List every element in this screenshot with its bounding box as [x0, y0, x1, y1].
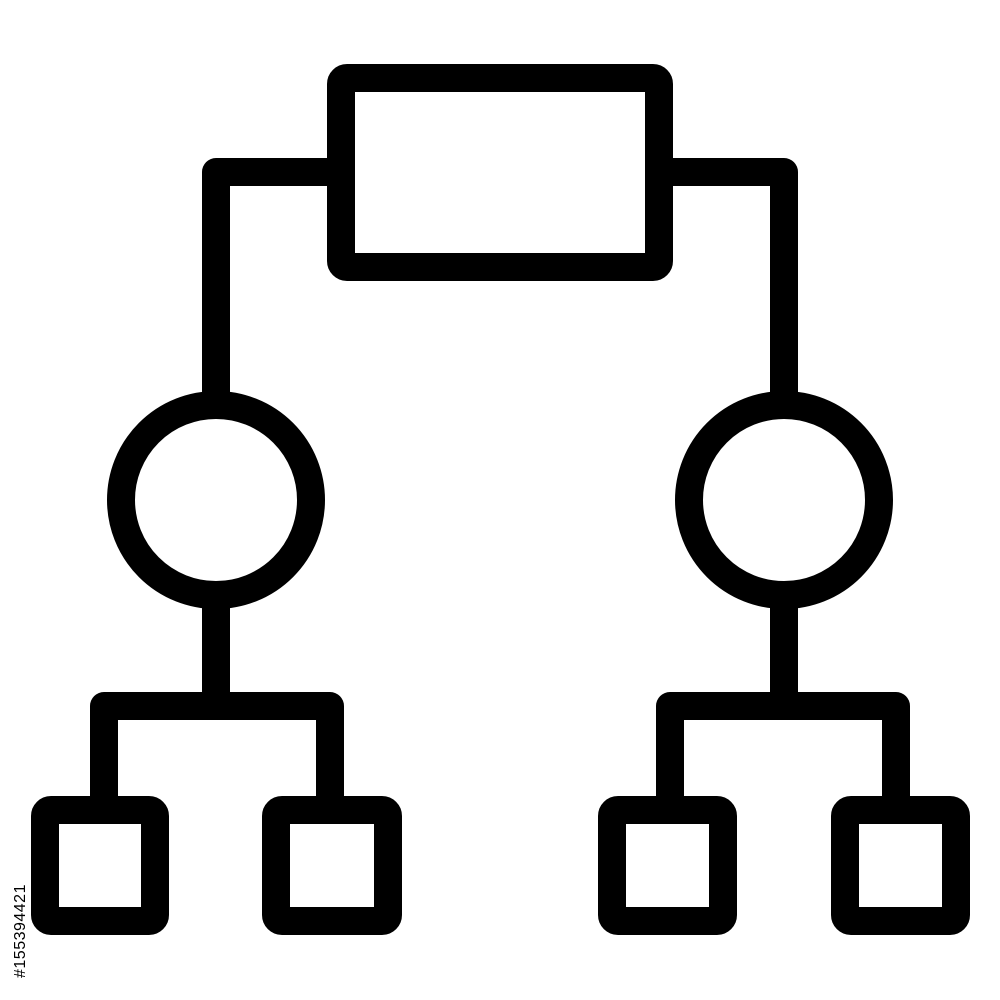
stock-id-label: #155394421 — [12, 884, 29, 978]
left-fork-connector — [90, 692, 344, 810]
right-fork-connector — [656, 692, 910, 810]
leaf-square-node-4 — [831, 796, 970, 935]
leaf-square-node-1 — [31, 796, 169, 935]
left-branch-circle-node — [107, 391, 325, 609]
right-root-connector — [659, 158, 798, 392]
root-node-rectangle — [327, 64, 673, 281]
right-branch-circle-node — [675, 391, 893, 609]
leaf-square-node-3 — [598, 796, 737, 935]
left-root-connector — [202, 158, 341, 392]
leaf-square-node-2 — [262, 796, 402, 935]
